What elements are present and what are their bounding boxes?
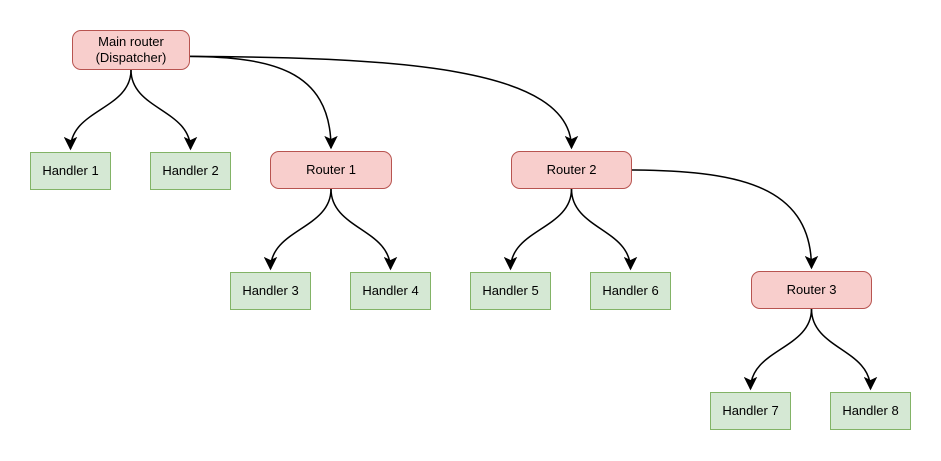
- node-handler-6: Handler 6: [590, 272, 671, 310]
- edge-r3-h7: [743, 308, 813, 391]
- edge-main-r1: [189, 55, 338, 150]
- edge-r2-r3: [631, 169, 819, 270]
- node-label: Handler 1: [42, 162, 99, 178]
- node-label: Handler 2: [162, 162, 219, 178]
- edge-main-h1: [63, 69, 132, 151]
- edge-r1-h3: [263, 188, 332, 271]
- node-handler-3: Handler 3: [230, 272, 311, 310]
- edge-r2-h5: [503, 188, 573, 271]
- node-handler-4: Handler 4: [350, 272, 431, 310]
- node-label: Handler 5: [482, 282, 539, 298]
- node-handler-5: Handler 5: [470, 272, 551, 310]
- node-main-router-dispatcher: Main router (Dispatcher): [72, 30, 190, 70]
- edge-r1-h4: [330, 188, 398, 271]
- edge-r3-h8: [810, 308, 878, 391]
- node-label: Handler 7: [722, 402, 779, 418]
- edge-main-h2: [130, 69, 198, 151]
- node-label: Handler 4: [362, 282, 419, 298]
- node-label: Router 2: [546, 161, 597, 177]
- node-label: Router 3: [786, 281, 837, 297]
- node-label: Handler 8: [842, 402, 899, 418]
- node-handler-2: Handler 2: [150, 152, 231, 190]
- node-label: Handler 3: [242, 282, 299, 298]
- node-handler-8: Handler 8: [830, 392, 911, 430]
- node-handler-1: Handler 1: [30, 152, 111, 190]
- node-label: Main router (Dispatcher): [95, 33, 167, 65]
- node-handler-7: Handler 7: [710, 392, 791, 430]
- edge-main-r2: [189, 55, 579, 150]
- node-router-3: Router 3: [751, 271, 872, 309]
- edge-r2-h6: [570, 188, 638, 271]
- node-label: Router 1: [306, 161, 356, 177]
- node-router-2: Router 2: [511, 151, 632, 189]
- node-router-1: Router 1: [270, 151, 392, 189]
- node-label: Handler 6: [602, 282, 659, 298]
